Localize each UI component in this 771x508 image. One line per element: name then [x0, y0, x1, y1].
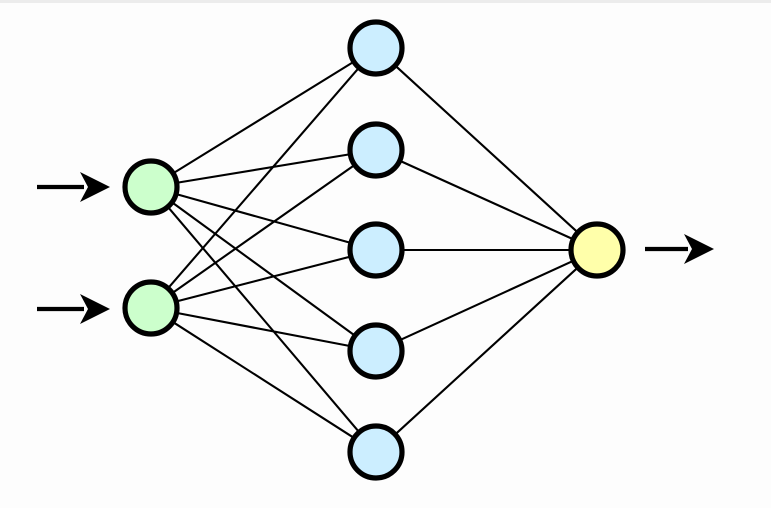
edge-group	[165, 59, 581, 441]
edge-h2-o1	[396, 158, 577, 242]
input-arrow-bottom-head	[80, 294, 110, 324]
edge-i2-h2	[169, 162, 358, 296]
io-arrow-group	[37, 172, 714, 324]
edge-i1-h1	[170, 59, 357, 176]
edge-i1-h3	[173, 192, 354, 245]
input-arrow-top-head	[80, 172, 110, 202]
node-h3[interactable]	[347, 221, 405, 279]
node-o1[interactable]	[568, 221, 626, 279]
node-h2[interactable]	[347, 121, 405, 179]
edge-i1-h2	[173, 152, 354, 185]
node-group	[122, 19, 626, 481]
edge-h5-o1	[392, 265, 581, 437]
edge-h1-o1	[392, 63, 581, 235]
edge-h4-o1	[396, 258, 577, 343]
node-i2[interactable]	[122, 279, 180, 337]
edge-i2-h5	[170, 319, 357, 441]
node-h4[interactable]	[347, 322, 405, 380]
top-edge-strip	[0, 0, 771, 3]
edge-i1-h5	[165, 204, 362, 435]
edge-i2-h3	[173, 254, 354, 304]
node-h5[interactable]	[347, 423, 405, 481]
node-i1[interactable]	[122, 158, 180, 216]
edge-i2-h1	[165, 65, 362, 291]
output-arrow-head	[684, 234, 714, 264]
edge-i2-h4	[173, 311, 354, 348]
edge-i1-h4	[169, 200, 358, 338]
node-h1[interactable]	[347, 19, 405, 77]
